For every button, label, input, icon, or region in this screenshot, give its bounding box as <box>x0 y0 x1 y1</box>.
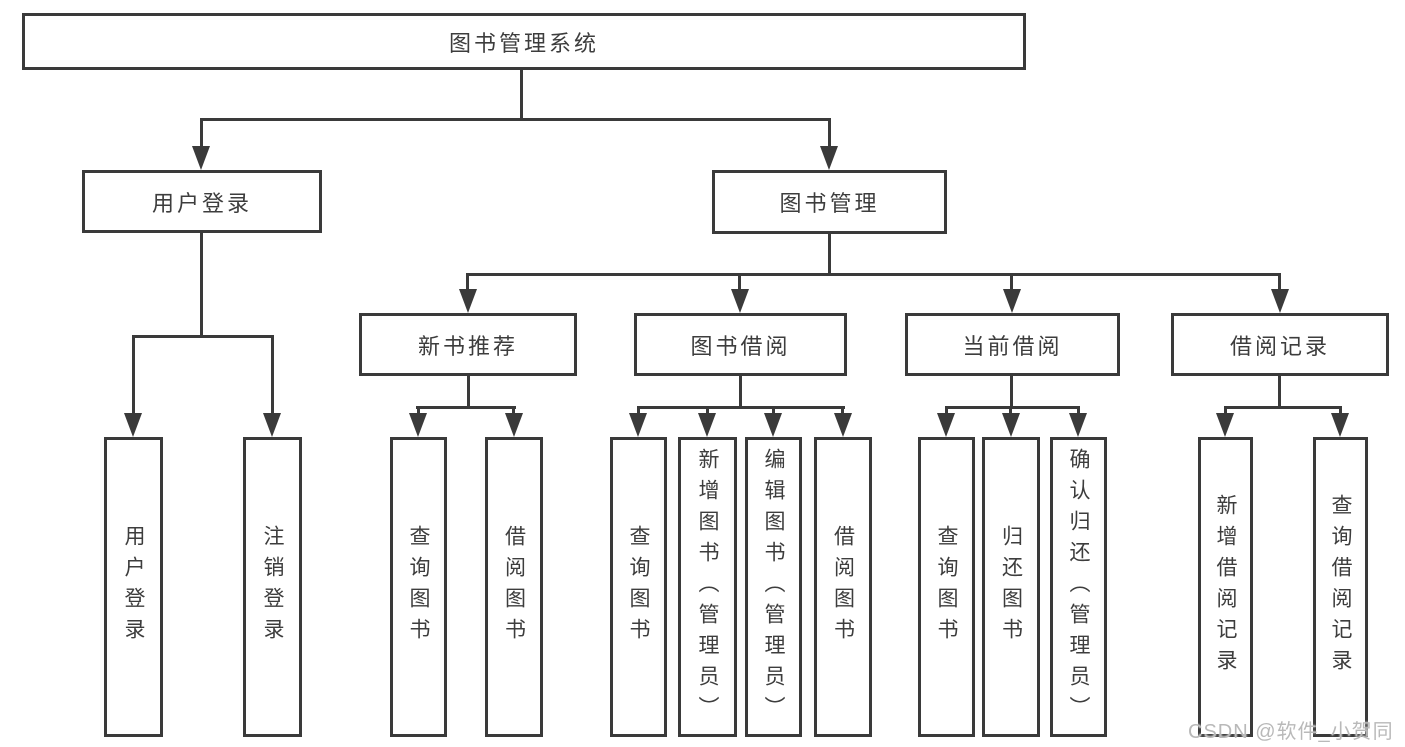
node-borrow-records: 借阅记录 <box>1171 313 1389 376</box>
edge-line <box>512 406 515 417</box>
arrow-down-icon <box>937 413 955 437</box>
edge-line <box>271 335 274 415</box>
leaf-add-borrow-record: 新增借阅记录 <box>1198 437 1253 737</box>
arrow-down-icon <box>1331 413 1349 437</box>
arrow-down-icon <box>124 413 142 437</box>
edge-line <box>945 406 1080 409</box>
leaf-borrow-book-recommend: 借阅图书 <box>485 437 543 737</box>
node-book-management: 图书管理 <box>712 170 947 234</box>
edge-line <box>416 406 516 409</box>
edge-line <box>739 374 742 408</box>
arrow-down-icon <box>629 413 647 437</box>
arrow-down-icon <box>820 146 838 170</box>
edge-line <box>637 406 845 409</box>
edge-line <box>1010 374 1013 408</box>
edge-line <box>772 406 775 417</box>
edge-line <box>828 118 831 150</box>
leaf-query-book-current: 查询图书 <box>918 437 975 737</box>
arrow-down-icon <box>698 413 716 437</box>
leaf-add-book-admin: 新增图书（管理员） <box>678 437 737 737</box>
edge-line <box>132 335 274 338</box>
edge-line <box>945 406 948 417</box>
edge-line <box>1010 273 1013 292</box>
arrow-down-icon <box>764 413 782 437</box>
leaf-borrow-book: 借阅图书 <box>814 437 872 737</box>
arrow-down-icon <box>263 413 281 437</box>
node-user-login: 用户登录 <box>82 170 322 233</box>
node-book-borrow: 图书借阅 <box>634 313 847 376</box>
node-current-borrow: 当前借阅 <box>905 313 1120 376</box>
arrow-down-icon <box>731 289 749 313</box>
node-new-book-recommend: 新书推荐 <box>359 313 577 376</box>
edge-line <box>200 118 203 150</box>
edge-line <box>520 67 523 120</box>
leaf-query-book-recommend: 查询图书 <box>390 437 447 737</box>
edge-line <box>1278 374 1281 408</box>
edge-line <box>467 374 470 408</box>
edge-line <box>1224 406 1227 417</box>
arrow-down-icon <box>409 413 427 437</box>
leaf-logout: 注销登录 <box>243 437 302 737</box>
edge-line <box>706 406 709 417</box>
edge-line <box>828 231 831 275</box>
edge-line <box>200 230 203 337</box>
leaf-return-book: 归还图书 <box>982 437 1040 737</box>
arrow-down-icon <box>1069 413 1087 437</box>
edge-line <box>132 335 135 415</box>
watermark: CSDN @软件_小贺同学 <box>1188 721 1394 743</box>
leaf-user-login: 用户登录 <box>104 437 163 737</box>
leaf-confirm-return-admin: 确认归还（管理员） <box>1050 437 1107 737</box>
edge-line <box>200 118 831 121</box>
edge-line <box>1339 406 1342 417</box>
node-root-system: 图书管理系统 <box>22 13 1026 70</box>
arrow-down-icon <box>505 413 523 437</box>
arrow-down-icon <box>459 289 477 313</box>
arrow-down-icon <box>1002 413 1020 437</box>
edge-line <box>1224 406 1342 409</box>
arrow-down-icon <box>192 146 210 170</box>
arrow-down-icon <box>1003 289 1021 313</box>
edge-line <box>466 273 1281 276</box>
edge-line <box>841 406 844 417</box>
arrow-down-icon <box>834 413 852 437</box>
leaf-query-borrow-record: 查询借阅记录 <box>1313 437 1368 737</box>
edge-line <box>1009 406 1012 417</box>
edge-line <box>738 273 741 292</box>
leaf-query-book-borrow: 查询图书 <box>610 437 667 737</box>
arrow-down-icon <box>1216 413 1234 437</box>
edge-line <box>637 406 640 417</box>
leaf-edit-book-admin: 编辑图书（管理员） <box>745 437 802 737</box>
edge-line <box>466 273 469 292</box>
edge-line <box>417 406 420 417</box>
edge-line <box>1077 406 1080 417</box>
edge-line <box>1278 273 1281 292</box>
arrow-down-icon <box>1271 289 1289 313</box>
